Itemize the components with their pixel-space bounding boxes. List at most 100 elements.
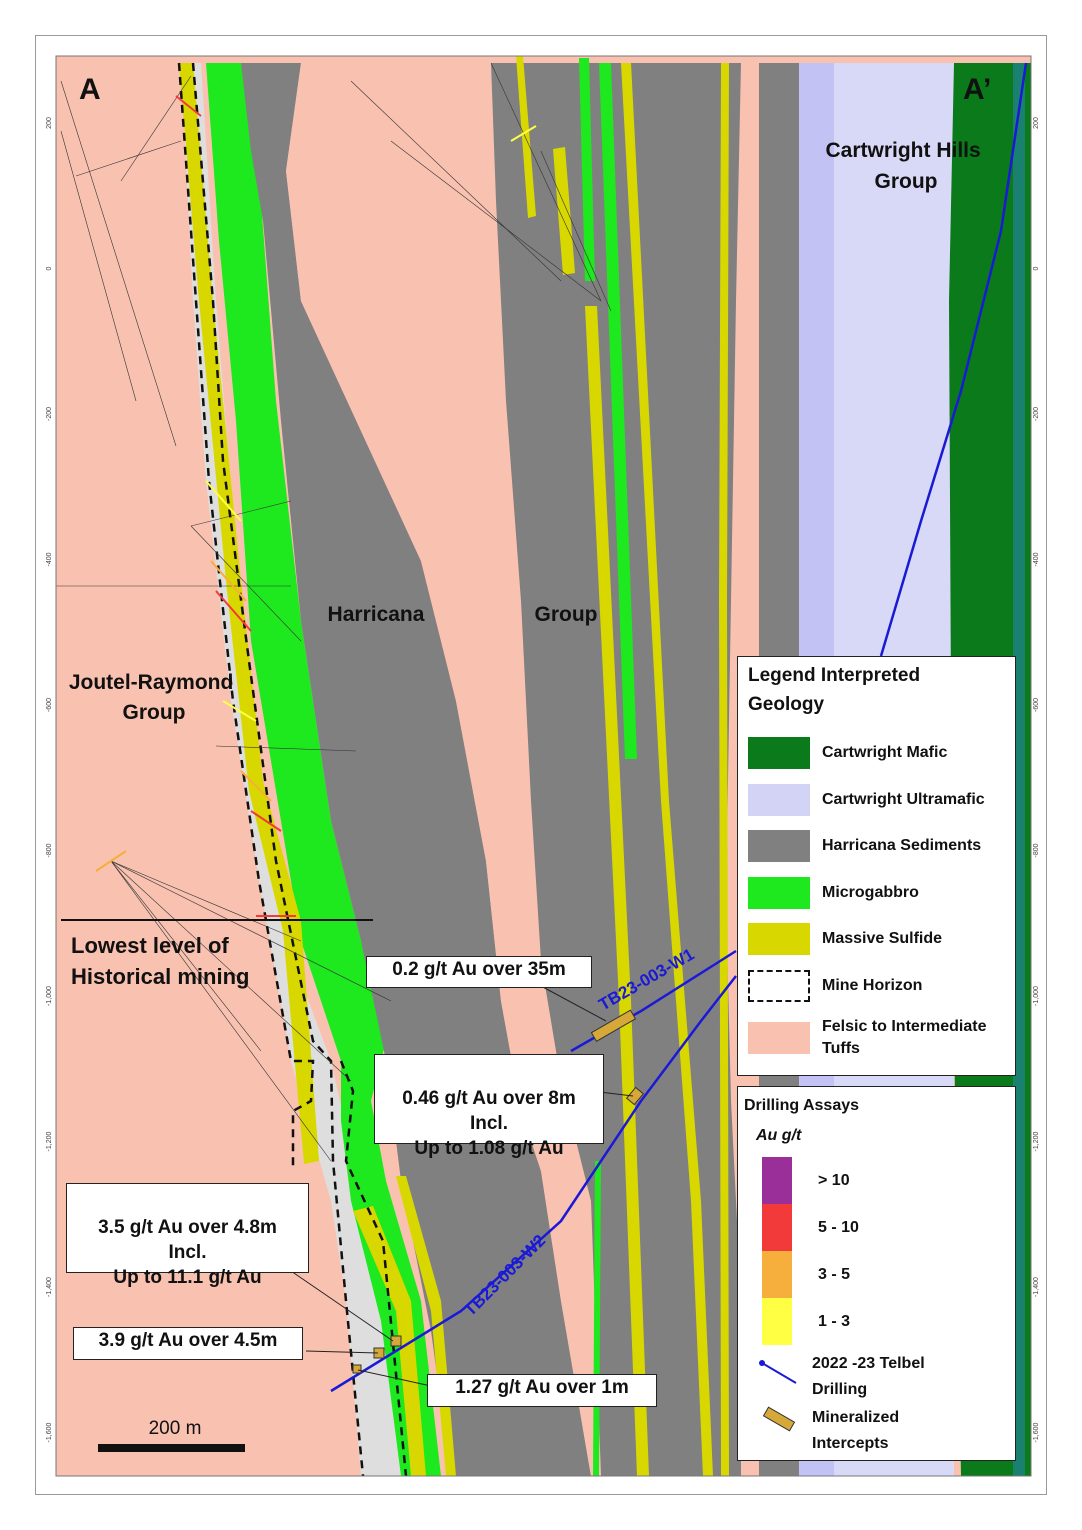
assay-swatch [762,1298,792,1345]
assay-swatch [762,1157,792,1204]
elevation-tick-label: -200 [1033,407,1040,421]
map-frame: A A’ Joutel-Raymond Group Harricana Grou… [35,35,1047,1495]
callout-leaders [290,985,634,1387]
scale-bar [98,1444,245,1452]
drill-hole-w2 [330,975,737,1393]
mafic-teal-strip [1013,63,1025,1476]
callout-text: 3.9 g/t Au over 4.5m [98,1330,278,1351]
intercept-mine-3 [352,1364,362,1374]
legend-item: Felsic to Intermediate Tuffs [748,1016,987,1060]
callout-w2: 0.46 g/t Au over 8m Incl. Up to 1.08 g/t… [374,1054,604,1159]
legend-title: Legend Interpreted Geology [748,665,921,715]
assay-class: 5 - 10 [762,1204,859,1251]
intercept-w1 [590,1009,637,1043]
assay-label: 3 - 5 [818,1265,851,1283]
assay-swatch [762,1204,792,1251]
legend-label: Cartwright Mafic [822,744,948,761]
mine-horizon-outline-east [191,62,365,1476]
geology-legend: Legend Interpreted Geology Cartwright Ma… [737,656,1016,1076]
assay-ticks [95,95,537,917]
legend-swatch [748,876,810,909]
legend-swatch [748,969,810,1002]
callout-mine-2: 3.9 g/t Au over 4.5m [73,1327,303,1360]
sulfide-lens [553,147,575,275]
elevation-tick-label: -800 [1033,843,1040,857]
callout-mine-1: 3.5 g/t Au over 4.8m Incl. Up to 11.1 g/… [66,1183,309,1288]
drill-hole-upper [879,62,1028,657]
historical-mining-label-line: Lowest level of [71,933,229,958]
callout-text: 0.2 g/t Au over 35m [392,959,566,980]
unit-label-group: Group [535,603,598,626]
elevation-tick-label: -1,400 [46,1277,53,1297]
legend-swatch [748,830,810,862]
microgabbro-strip [579,58,595,281]
scale-bar-label: 200 m [149,1418,202,1439]
assay-class: 3 - 5 [762,1251,850,1298]
elevation-tick-label: 0 [46,266,53,270]
intercept-label: Mineralized Intercepts [812,1409,900,1452]
elevation-tick-label: -400 [46,552,53,566]
assay-swatch [762,1251,792,1298]
microgabbro-west [206,63,441,1476]
intercept-icon [762,1406,796,1432]
unit-label-harricana: Harricana [328,603,425,626]
legend-swatch [748,783,810,816]
unit-label-cartwright-line: Group [875,170,938,193]
sulfide-lens [353,1206,426,1476]
assay-label: 5 - 10 [818,1218,859,1236]
legend-label: Massive Sulfide [822,930,943,947]
legend-swatch [748,1022,810,1054]
legend-label: Cartwright Ultramafic [822,790,985,808]
elevation-ticks-right: 2000-200-400-600-800-1,000-1,200-1,400-1… [1033,117,1040,1442]
elevation-tick-label: -400 [1033,552,1040,566]
historical-mining-label: Lowest level of Historical mining [71,933,249,989]
elevation-tick-label: -200 [46,407,53,421]
legend-item: Mine Horizon [748,969,922,1002]
assay-label: 1 - 3 [818,1312,851,1330]
sulfide-lens [516,56,536,218]
legend-label: Harricana Sediments [822,837,982,854]
map-border [55,55,1032,1477]
elevation-tick-label: -1,000 [1033,986,1040,1006]
elevation-ticks-left: 2000-200-400-600-800-1,000-1,200-1,400-1… [46,117,53,1442]
legend-swatch [748,737,810,769]
legend-item: Massive Sulfide [748,923,942,955]
legend-label: Microgabbro [822,883,919,901]
callout-mine-3: 1.27 g/t Au over 1m [427,1374,657,1407]
elevation-tick-label: -1,000 [46,986,53,1006]
legend-swatch [748,923,810,955]
unit-label-cartwright-line: Cartwright Hills [825,139,980,162]
section-start-label: A [79,73,101,106]
elevation-tick-label: -1,200 [1033,1131,1040,1151]
callout-text: 1.27 g/t Au over 1m [455,1377,629,1398]
microgabbro-strip [599,63,637,759]
unit-label-joutel-line: Joutel-Raymond [69,671,234,694]
legend-item: Cartwright Ultramafic [748,783,985,816]
elevation-tick-label: 0 [1033,266,1040,270]
assays-title: Drilling Assays [744,1097,860,1114]
historical-mining-label-line: Historical mining [71,964,249,989]
legend-item: Microgabbro [748,876,919,909]
elevation-tick-label: -800 [46,843,53,857]
unit-label-joutel-line: Group [123,701,186,724]
elevation-tick-label: -1,600 [1033,1422,1040,1442]
mine-horizon-outline-lower [339,1060,408,1476]
unit-label-cartwright: Cartwright Hills Group [825,139,986,193]
section-end-label: A’ [963,73,991,106]
assay-class: 1 - 3 [762,1298,850,1345]
intercept-symbol [758,1405,798,1433]
elevation-tick-label: 200 [46,117,53,129]
callout-text: 0.46 g/t Au over 8m Incl. Up to 1.08 g/t… [402,1088,576,1159]
assay-class: > 10 [762,1157,850,1204]
elevation-tick-label: 200 [1033,117,1040,129]
elevation-tick-label: -1,600 [46,1422,53,1442]
legend-label: Felsic to Intermediate Tuffs [822,1018,987,1057]
elevation-tick-label: -600 [1033,698,1040,712]
mine-horizon-outline-west [177,62,315,1171]
drilling-line-icon [759,1360,797,1384]
assay-label: > 10 [818,1171,850,1189]
legend-item: Cartwright Mafic [748,737,947,769]
intercept-w2 [625,1086,645,1106]
historic-drill-traces [56,62,612,1162]
felsic-tuff-middle [286,63,601,1476]
